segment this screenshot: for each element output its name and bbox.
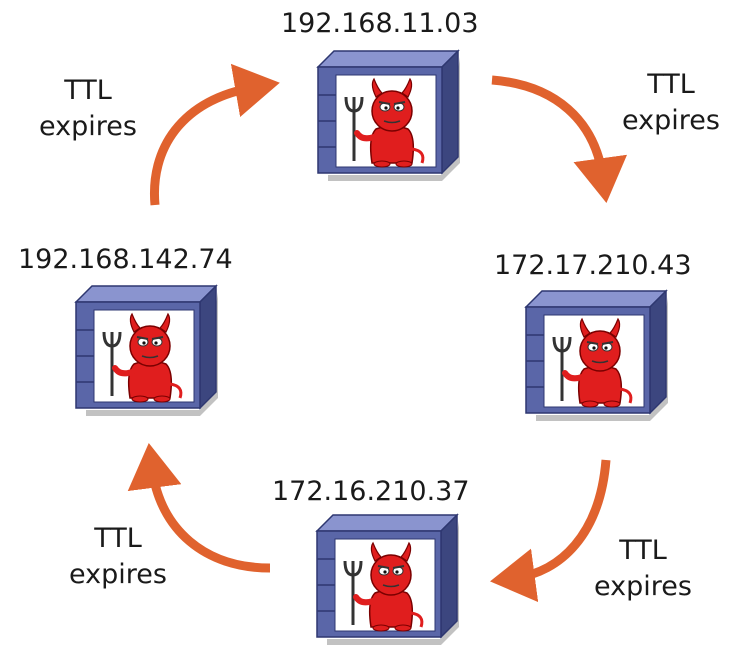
node-left-ip-label: 192.168.142.74 <box>18 244 233 275</box>
ttl-label-bottom-right: TTL expires <box>578 533 708 605</box>
ttl-label-line1: TTL <box>647 69 695 100</box>
ttl-label-line2: expires <box>594 571 692 602</box>
bsd-daemon-icon <box>344 77 425 168</box>
bsd-daemon-icon <box>552 317 633 408</box>
node-bottom-ip-label: 172.16.210.37 <box>272 476 470 507</box>
ttl-label-line2: expires <box>69 559 167 590</box>
server-node-bottom <box>311 509 461 649</box>
node-top-ip-label: 192.168.11.03 <box>281 8 479 39</box>
arrow-top-to-right <box>491 75 628 203</box>
ttl-label-line1: TTL <box>619 535 667 566</box>
server-node-left <box>70 280 220 420</box>
ttl-label-bottom-left: TTL expires <box>58 521 178 593</box>
server-rack-icon <box>74 284 218 416</box>
arrow-right-to-bottom <box>490 459 611 603</box>
server-rack-icon <box>316 49 460 181</box>
bsd-daemon-icon <box>343 541 424 632</box>
server-node-top <box>312 45 462 185</box>
ttl-label-line1: TTL <box>64 75 112 106</box>
ttl-label-line1: TTL <box>94 523 142 554</box>
arrow-left-to-top <box>149 63 280 206</box>
server-node-right <box>520 285 670 425</box>
arrow-bottom-to-left <box>127 443 271 573</box>
node-right-ip-label: 172.17.210.43 <box>494 250 692 281</box>
ttl-label-top-right: TTL expires <box>606 67 734 139</box>
ttl-label-line2: expires <box>39 111 137 142</box>
ttl-label-top-left: TTL expires <box>28 73 148 145</box>
bsd-daemon-icon <box>102 312 183 403</box>
server-rack-icon <box>315 513 459 645</box>
server-rack-icon <box>524 289 668 421</box>
ttl-label-line2: expires <box>622 105 720 136</box>
